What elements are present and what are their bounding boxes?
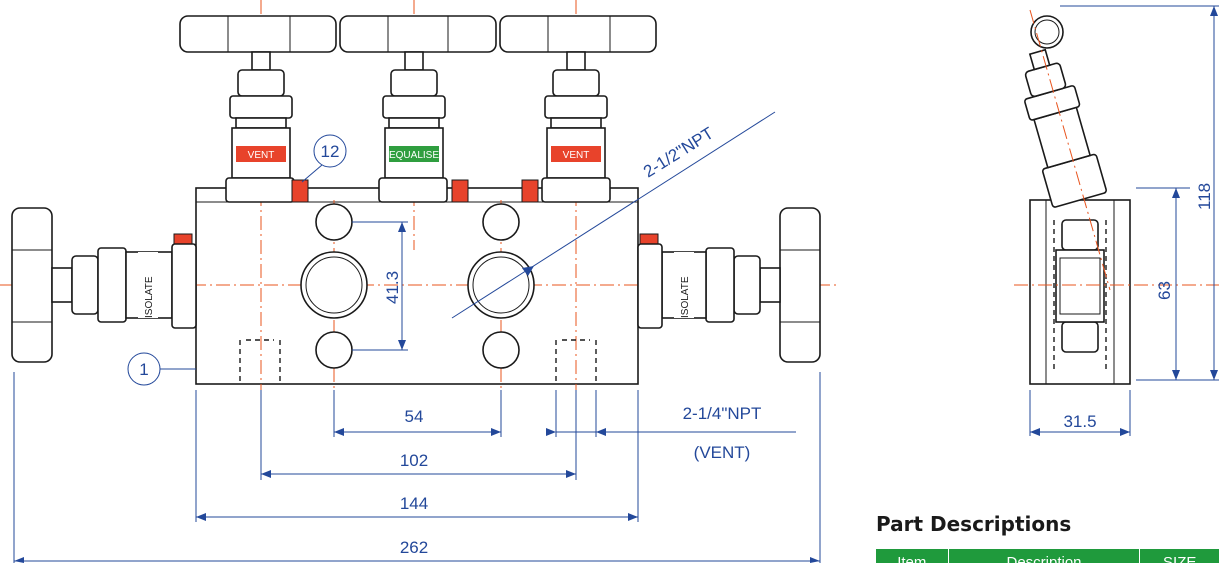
isolate-valve-left — [11, 207, 197, 363]
side-handle — [1030, 15, 1064, 49]
dim-144: 144 — [400, 494, 428, 513]
dim-262: 262 — [400, 538, 428, 557]
vent-label-band-left — [236, 146, 286, 162]
hidden-vent-ports — [239, 339, 597, 384]
dim-102: 102 — [400, 451, 428, 470]
parts-table-header: Item Description SIZE — [876, 549, 1219, 563]
isolate-label-left: ISOLATE — [144, 276, 155, 318]
vent-note: (VENT) — [694, 443, 751, 462]
npt-half-leader — [451, 111, 776, 319]
vent-label-right: VENT — [563, 150, 590, 161]
npt-quarter-label: 2-1/4"NPT — [683, 404, 762, 423]
dim-63: 63 — [1155, 281, 1174, 300]
isolate-valve-right — [637, 207, 821, 363]
equalise-valve — [339, 15, 497, 203]
vent-label-band-right — [551, 146, 601, 162]
side-view — [1014, 9, 1219, 385]
vent-valve-left — [179, 15, 337, 203]
equalise-label-band — [389, 146, 439, 162]
equalise-label: EQUALISE — [389, 150, 439, 161]
col-description: Description — [949, 549, 1141, 563]
isolate-label-right: ISOLATE — [680, 276, 691, 318]
npt-half-label: 2-1/2"NPT — [640, 124, 717, 182]
manifold-body — [195, 187, 639, 385]
col-size: SIZE — [1163, 554, 1197, 563]
dim-54: 54 — [405, 407, 424, 426]
vent-valve-right — [499, 15, 657, 203]
ports — [300, 203, 535, 369]
col-item: Item — [876, 549, 949, 563]
balloon-12 — [313, 134, 347, 168]
dim-118: 118 — [1195, 183, 1214, 210]
balloon-12-text: 12 — [321, 142, 340, 161]
part-descriptions-title: Part Descriptions — [876, 512, 1072, 536]
vent-label-left: VENT — [248, 150, 275, 161]
dim-31-5: 31.5 — [1063, 412, 1096, 431]
balloon-1-text: 1 — [139, 360, 148, 379]
dim-41-3: 41.3 — [383, 271, 402, 304]
